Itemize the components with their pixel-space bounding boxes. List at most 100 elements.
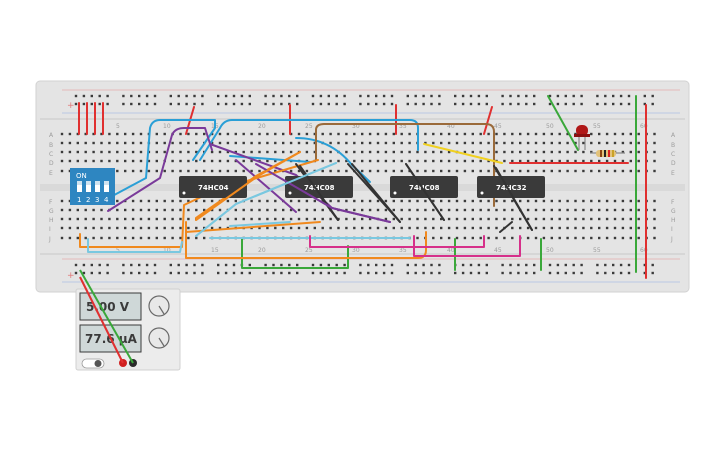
breadboard-hole[interactable] — [171, 169, 174, 173]
breadboard-hole[interactable] — [313, 199, 316, 203]
breadboard-hole[interactable] — [203, 132, 206, 136]
breadboard-hole[interactable] — [590, 208, 593, 212]
breadboard-hole[interactable] — [163, 141, 166, 145]
breadboard-hole[interactable] — [193, 102, 196, 106]
breadboard-hole[interactable] — [400, 159, 403, 163]
breadboard-hole[interactable] — [501, 271, 504, 275]
breadboard-hole[interactable] — [637, 169, 640, 173]
breadboard-hole[interactable] — [68, 141, 72, 145]
breadboard-hole[interactable] — [416, 159, 419, 163]
breadboard-hole[interactable] — [558, 150, 561, 154]
breadboard-hole[interactable] — [131, 236, 135, 240]
breadboard-hole[interactable] — [479, 150, 482, 154]
breadboard-hole[interactable] — [329, 226, 332, 230]
breadboard-hole[interactable] — [266, 199, 269, 203]
breadboard-hole[interactable] — [305, 132, 309, 136]
breadboard-hole[interactable] — [195, 226, 198, 230]
breadboard-hole[interactable] — [155, 236, 158, 240]
breadboard-hole[interactable] — [345, 132, 348, 136]
wire-green[interactable] — [547, 95, 579, 151]
breadboard-hole[interactable] — [548, 102, 552, 106]
breadboard-hole[interactable] — [613, 199, 617, 203]
breadboard-hole[interactable] — [108, 150, 111, 154]
breadboard-hole[interactable] — [139, 169, 143, 173]
breadboard-hole[interactable] — [288, 94, 291, 98]
breadboard-hole[interactable] — [479, 141, 482, 145]
breadboard-hole[interactable] — [224, 94, 228, 98]
breadboard-hole[interactable] — [440, 236, 443, 240]
breadboard-hole[interactable] — [619, 102, 623, 106]
breadboard-hole[interactable] — [124, 217, 127, 221]
breadboard-hole[interactable] — [311, 102, 315, 106]
breadboard-hole[interactable] — [98, 271, 101, 275]
breadboard-hole[interactable] — [60, 236, 64, 240]
breadboard-hole[interactable] — [343, 271, 346, 275]
breadboard-hole[interactable] — [282, 217, 285, 221]
breadboard-hole[interactable] — [501, 102, 504, 106]
breadboard-hole[interactable] — [343, 94, 346, 98]
breadboard-hole[interactable] — [414, 271, 417, 275]
breadboard-hole[interactable] — [526, 132, 530, 136]
breadboard-hole[interactable] — [329, 217, 332, 221]
breadboard-hole[interactable] — [534, 169, 538, 173]
breadboard-hole[interactable] — [469, 102, 473, 106]
breadboard-hole[interactable] — [479, 208, 482, 212]
breadboard-hole[interactable] — [130, 94, 133, 98]
breadboard-hole[interactable] — [596, 271, 599, 275]
breadboard-hole[interactable] — [258, 169, 261, 173]
breadboard-hole[interactable] — [153, 263, 157, 267]
breadboard-hole[interactable] — [495, 208, 498, 212]
breadboard-hole[interactable] — [605, 236, 609, 240]
breadboard-hole[interactable] — [321, 217, 324, 221]
breadboard-hole[interactable] — [76, 217, 79, 221]
breadboard-hole[interactable] — [100, 159, 103, 163]
breadboard-hole[interactable] — [288, 271, 291, 275]
breadboard-hole[interactable] — [533, 102, 536, 106]
breadboard-hole[interactable] — [250, 159, 253, 163]
breadboard-hole[interactable] — [376, 169, 380, 173]
breadboard-hole[interactable] — [242, 217, 245, 221]
breadboard-hole[interactable] — [542, 159, 546, 163]
breadboard-hole[interactable] — [653, 169, 656, 173]
breadboard-hole[interactable] — [353, 226, 356, 230]
breadboard-hole[interactable] — [511, 236, 514, 240]
breadboard-hole[interactable] — [122, 102, 125, 106]
breadboard-hole[interactable] — [430, 263, 433, 267]
breadboard-hole[interactable] — [653, 150, 656, 154]
breadboard-hole[interactable] — [100, 150, 103, 154]
breadboard-hole[interactable] — [116, 199, 119, 203]
breadboard-hole[interactable] — [392, 159, 395, 163]
breadboard-hole[interactable] — [131, 208, 135, 212]
breadboard-hole[interactable] — [495, 141, 498, 145]
breadboard-hole[interactable] — [335, 263, 338, 267]
breadboard-hole[interactable] — [558, 141, 561, 145]
breadboard-hole[interactable] — [124, 159, 127, 163]
breadboard-hole[interactable] — [440, 169, 443, 173]
breadboard-hole[interactable] — [60, 132, 64, 136]
breadboard-hole[interactable] — [210, 132, 214, 136]
breadboard-hole[interactable] — [604, 271, 607, 275]
breadboard-hole[interactable] — [359, 271, 362, 275]
breadboard-hole[interactable] — [519, 150, 522, 154]
breadboard-hole[interactable] — [98, 263, 101, 267]
breadboard-hole[interactable] — [590, 159, 593, 163]
breadboard-hole[interactable] — [621, 236, 625, 240]
breadboard-hole[interactable] — [210, 159, 214, 163]
breadboard-hole[interactable] — [471, 217, 474, 221]
breadboard-hole[interactable] — [155, 217, 158, 221]
breadboard-hole[interactable] — [503, 169, 506, 173]
breadboard-hole[interactable] — [526, 159, 530, 163]
breadboard-hole[interactable] — [454, 271, 457, 275]
breadboard-hole[interactable] — [511, 169, 514, 173]
breadboard-hole[interactable] — [289, 132, 293, 136]
breadboard-hole[interactable] — [100, 141, 103, 145]
breadboard-hole[interactable] — [248, 263, 251, 267]
breadboard-hole[interactable] — [242, 169, 245, 173]
breadboard-hole[interactable] — [195, 236, 198, 240]
breadboard-hole[interactable] — [580, 94, 583, 98]
breadboard-hole[interactable] — [605, 141, 609, 145]
breadboard-hole[interactable] — [321, 226, 324, 230]
breadboard-hole[interactable] — [100, 208, 103, 212]
breadboard-hole[interactable] — [613, 217, 617, 221]
breadboard-hole[interactable] — [487, 199, 490, 203]
